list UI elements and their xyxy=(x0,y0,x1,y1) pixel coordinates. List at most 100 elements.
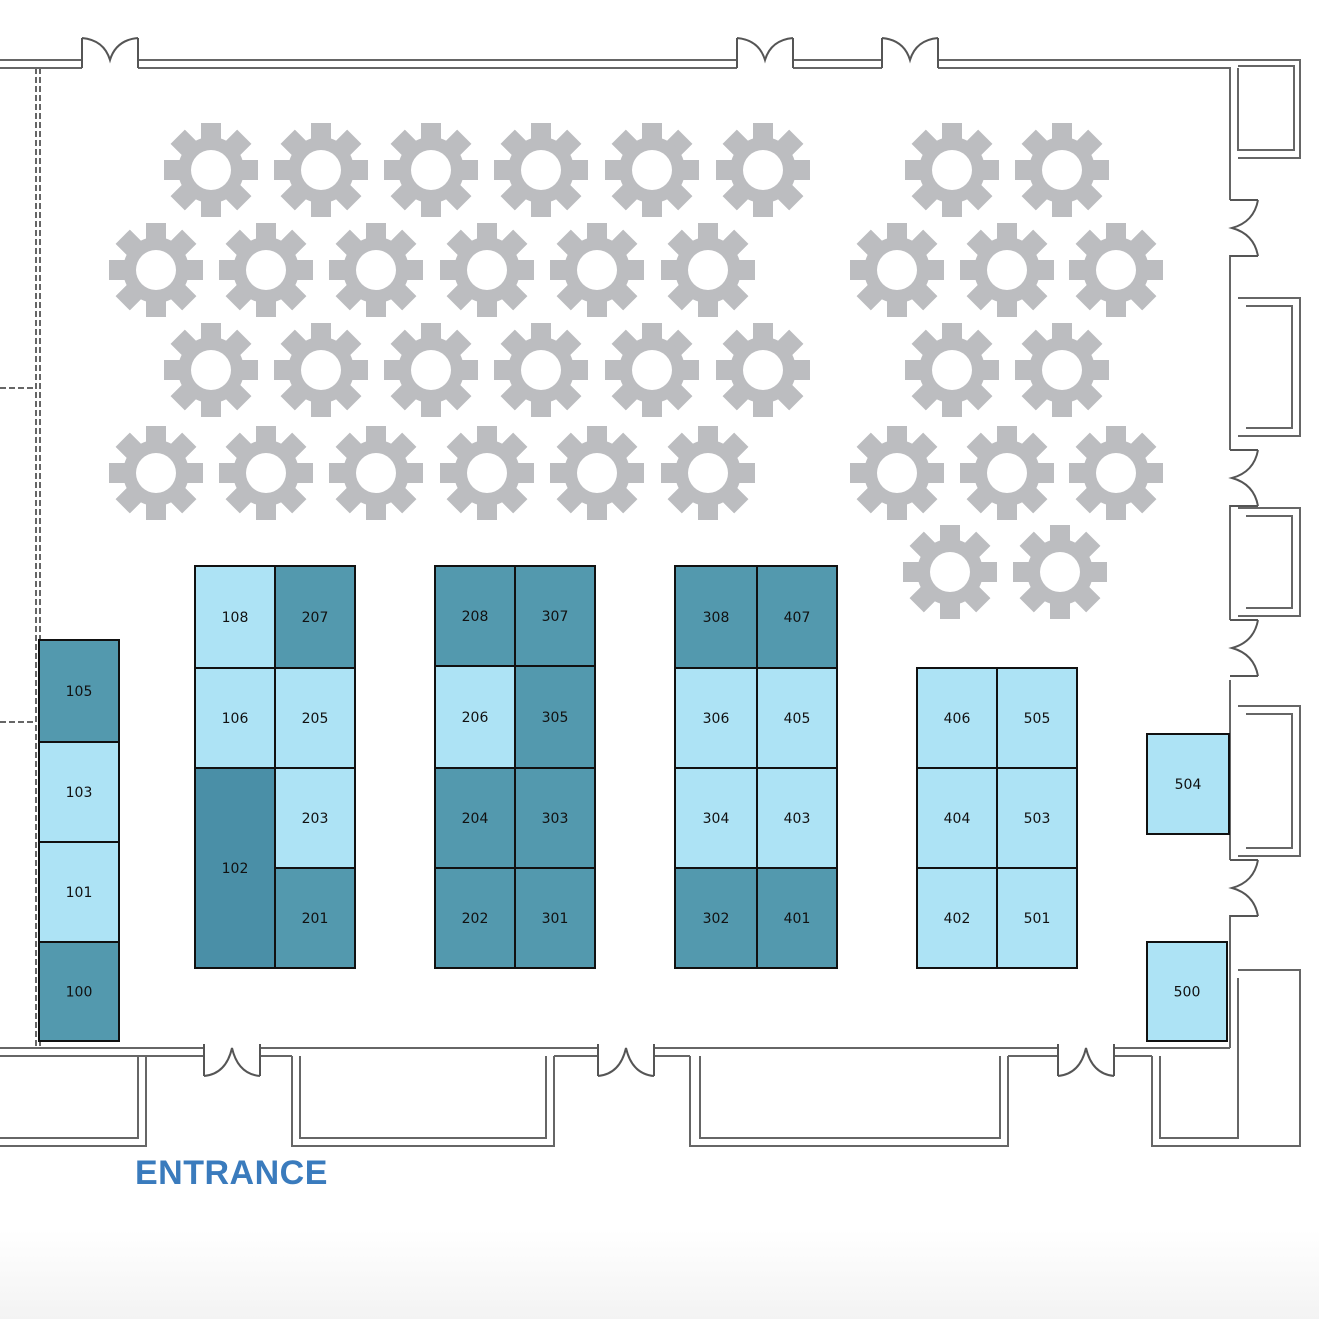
booth-204[interactable]: 204 xyxy=(434,767,516,869)
booth-207[interactable]: 207 xyxy=(274,565,356,669)
round-table-icon xyxy=(550,426,644,520)
booth-shape xyxy=(1146,733,1230,835)
booth-shape xyxy=(514,565,596,667)
booth-105[interactable]: 105 xyxy=(38,639,120,743)
booth-304[interactable]: 304 xyxy=(674,767,758,869)
booth-shape xyxy=(274,767,356,869)
booth-402[interactable]: 402 xyxy=(916,867,998,969)
round-table-icon xyxy=(661,223,755,317)
booth-label: 305 xyxy=(542,710,569,726)
entrance-label: ENTRANCE xyxy=(135,1154,328,1192)
booth-shape xyxy=(38,741,120,843)
door-icon xyxy=(1057,1044,1115,1077)
booth-shape xyxy=(756,767,838,869)
booth-label: 306 xyxy=(703,711,730,727)
booth-shape xyxy=(916,767,998,869)
booth-401[interactable]: 401 xyxy=(756,867,838,969)
booth-shape xyxy=(996,867,1078,969)
booth-label: 106 xyxy=(222,711,249,727)
booth-305[interactable]: 305 xyxy=(514,665,596,769)
booth-405[interactable]: 405 xyxy=(756,667,838,769)
round-table-icon xyxy=(219,223,313,317)
booth-206[interactable]: 206 xyxy=(434,665,516,769)
booth-404[interactable]: 404 xyxy=(916,767,998,869)
booth-label: 101 xyxy=(66,885,93,901)
round-table-icon xyxy=(440,426,534,520)
booth-label: 202 xyxy=(462,911,489,927)
booth-label: 108 xyxy=(222,610,249,626)
booth-shape xyxy=(434,565,516,667)
booth-label: 504 xyxy=(1175,777,1202,793)
booth-label: 405 xyxy=(784,711,811,727)
booth-202[interactable]: 202 xyxy=(434,867,516,969)
booth-label: 205 xyxy=(302,711,329,727)
booth-307[interactable]: 307 xyxy=(514,565,596,667)
round-table-icon xyxy=(440,223,534,317)
booth-label: 308 xyxy=(703,610,730,626)
round-table-icon xyxy=(960,223,1054,317)
booth-504[interactable]: 504 xyxy=(1146,733,1230,835)
booth-503[interactable]: 503 xyxy=(996,767,1078,869)
round-table-icon xyxy=(1069,223,1163,317)
booth-308[interactable]: 308 xyxy=(674,565,758,669)
booth-301[interactable]: 301 xyxy=(514,867,596,969)
booth-407[interactable]: 407 xyxy=(756,565,838,669)
booth-shape xyxy=(38,639,120,743)
booth-label: 505 xyxy=(1024,711,1051,727)
round-table-icon xyxy=(605,123,699,217)
booth-label: 501 xyxy=(1024,911,1051,927)
booth-label: 208 xyxy=(462,609,489,625)
doors xyxy=(81,37,1259,1077)
booth-label: 407 xyxy=(784,610,811,626)
round-table-icon xyxy=(219,426,313,520)
booth-shape xyxy=(514,767,596,869)
booth-505[interactable]: 505 xyxy=(996,667,1078,769)
booth-100[interactable]: 100 xyxy=(38,941,120,1042)
booth-108[interactable]: 108 xyxy=(194,565,276,669)
booth-208[interactable]: 208 xyxy=(434,565,516,667)
door-icon xyxy=(203,1044,261,1077)
booth-302[interactable]: 302 xyxy=(674,867,758,969)
booth-shape xyxy=(274,667,356,769)
booth-201[interactable]: 201 xyxy=(274,867,356,969)
booth-shape xyxy=(916,867,998,969)
booth-label: 500 xyxy=(1174,985,1201,1001)
round-table-icon xyxy=(960,426,1054,520)
door-icon xyxy=(1228,199,1259,257)
booth-shape xyxy=(996,767,1078,869)
booth-shape xyxy=(756,867,838,969)
booth-label: 503 xyxy=(1024,811,1051,827)
booth-205[interactable]: 205 xyxy=(274,667,356,769)
booth-403[interactable]: 403 xyxy=(756,767,838,869)
booth-303[interactable]: 303 xyxy=(514,767,596,869)
booth-shape xyxy=(194,767,276,969)
booth-shape xyxy=(674,667,758,769)
booth-label: 307 xyxy=(542,609,569,625)
round-table-icon xyxy=(550,223,644,317)
booth-106[interactable]: 106 xyxy=(194,667,276,769)
booth-shape xyxy=(38,841,120,943)
booth-label: 303 xyxy=(542,811,569,827)
booth-shape xyxy=(274,867,356,969)
booth-203[interactable]: 203 xyxy=(274,767,356,869)
booth-shape xyxy=(996,667,1078,769)
booth-406[interactable]: 406 xyxy=(916,667,998,769)
door-icon xyxy=(81,37,139,68)
booth-306[interactable]: 306 xyxy=(674,667,758,769)
round-table-icon xyxy=(329,223,423,317)
booth-102[interactable]: 102 xyxy=(194,767,276,969)
booth-101[interactable]: 101 xyxy=(38,841,120,943)
booth-103[interactable]: 103 xyxy=(38,741,120,843)
booth-shape xyxy=(434,665,516,769)
booth-label: 206 xyxy=(462,710,489,726)
round-table-icon xyxy=(716,123,810,217)
booth-shape xyxy=(1146,941,1228,1042)
booth-label: 100 xyxy=(66,985,93,1001)
booth-label: 406 xyxy=(944,711,971,727)
booth-501[interactable]: 501 xyxy=(996,867,1078,969)
booth-500[interactable]: 500 xyxy=(1146,941,1228,1042)
banquet-tables xyxy=(109,123,1163,619)
round-table-icon xyxy=(274,123,368,217)
